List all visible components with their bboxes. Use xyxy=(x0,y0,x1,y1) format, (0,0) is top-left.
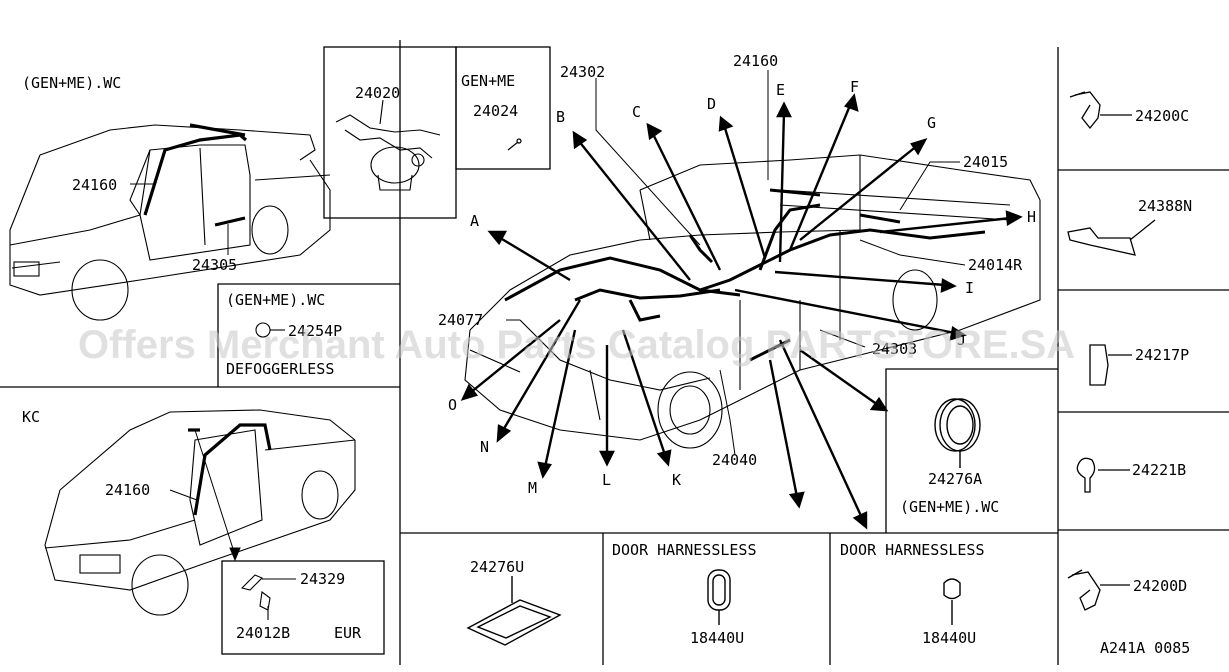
part-label-24040: 24040 xyxy=(712,451,757,469)
leader-lines-main xyxy=(506,70,966,456)
leader-lines-kc xyxy=(169,429,241,562)
part-label-24160-main: 24160 xyxy=(733,52,778,70)
view-title-kc: KC xyxy=(22,408,40,426)
callout-letter-i: I xyxy=(965,279,974,297)
gen-me-clip-icon xyxy=(507,138,522,151)
callout-letter-l: L xyxy=(602,471,611,489)
door-harnessless-title-right: DOOR HARNESSLESS xyxy=(840,541,985,559)
callout-letter-a: A xyxy=(470,212,479,230)
car-illustration-kc xyxy=(44,409,356,616)
grommet-note: (GEN+ME).WC xyxy=(900,498,999,516)
part-label-24329: 24329 xyxy=(300,570,345,588)
part-label-24160-wc: 24160 xyxy=(72,176,117,194)
part-label-18440u-left: 18440U xyxy=(690,629,744,647)
door-grommet-left-icon xyxy=(707,569,731,625)
leader-lines-wc xyxy=(130,183,229,255)
harness-wire-wc xyxy=(143,123,248,227)
part-label-24276u: 24276U xyxy=(470,558,524,576)
clip-detail-illustration xyxy=(335,99,441,191)
part-label-24254p: 24254P xyxy=(288,322,342,340)
car-illustration-wc xyxy=(9,124,331,321)
panel-borders xyxy=(0,40,1229,665)
watermark: Offers Merchant Auto Parts Catalog PARTS… xyxy=(78,323,1075,367)
callout-letter-f: F xyxy=(850,78,859,96)
defogger-title: (GEN+ME).WC xyxy=(226,291,325,309)
part-label-24200c: 24200C xyxy=(1135,107,1189,125)
diagram-code: A241A 0085 xyxy=(1100,639,1190,657)
eur-parts-icons xyxy=(240,574,296,620)
callout-letter-m: M xyxy=(528,479,537,497)
part-label-18440u-right: 18440U xyxy=(922,629,976,647)
callout-arrows xyxy=(460,93,1023,530)
callout-letter-g: G xyxy=(927,114,936,132)
callout-letter-o: O xyxy=(448,396,457,414)
defogger-note: DEFOGGERLESS xyxy=(226,360,334,378)
door-harnessless-title-left: DOOR HARNESSLESS xyxy=(612,541,757,559)
part-label-24388n: 24388N xyxy=(1138,197,1192,215)
part-label-24015: 24015 xyxy=(963,153,1008,171)
gen-me-title: GEN+ME xyxy=(461,72,515,90)
part-label-24077: 24077 xyxy=(438,311,483,329)
callout-letter-b: B xyxy=(556,108,565,126)
harness-wire-kc xyxy=(188,423,272,516)
part-label-24024: 24024 xyxy=(473,102,518,120)
eur-note: EUR xyxy=(334,624,362,642)
callout-letter-n: N xyxy=(480,438,489,456)
main-harness-wire xyxy=(504,188,986,362)
defogger-clip-icon xyxy=(255,322,285,338)
part-label-24302: 24302 xyxy=(560,63,605,81)
part-label-24305: 24305 xyxy=(192,256,237,274)
side-part-icons xyxy=(1067,91,1156,611)
part-label-24200d: 24200D xyxy=(1133,577,1187,595)
main-vehicle-illustration xyxy=(464,154,1041,449)
callout-letter-h: H xyxy=(1027,208,1036,226)
part-label-24014r: 24014R xyxy=(968,256,1023,274)
callout-letter-e: E xyxy=(776,81,785,99)
callout-letter-k: K xyxy=(672,471,681,489)
part-label-24020: 24020 xyxy=(355,84,400,102)
part-label-24012b: 24012B xyxy=(236,624,290,642)
part-label-24276a: 24276A xyxy=(928,470,982,488)
part-label-24221b: 24221B xyxy=(1132,461,1186,479)
callout-letter-j: J xyxy=(957,331,966,349)
grommet-24276a-icon xyxy=(934,398,981,468)
callout-letter-d: D xyxy=(707,95,716,113)
door-grommet-right-icon xyxy=(943,578,961,625)
part-label-24303: 24303 xyxy=(872,340,917,358)
grommet-24276u-icon xyxy=(466,576,562,646)
callout-letter-c: C xyxy=(632,103,641,121)
part-label-24217p: 24217P xyxy=(1135,346,1189,364)
view-title-wc: (GEN+ME).WC xyxy=(22,74,121,92)
part-label-24160-kc: 24160 xyxy=(105,481,150,499)
